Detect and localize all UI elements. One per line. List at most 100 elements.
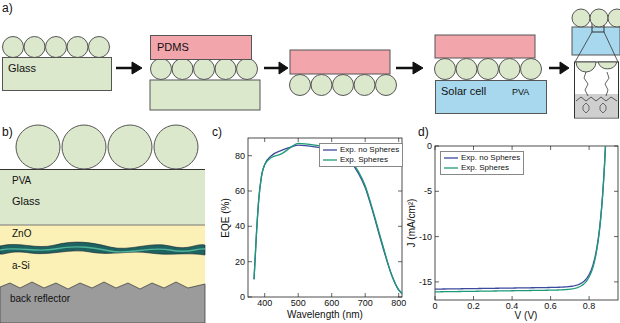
legend-box: Exp. no SpheresExp. Spheres [319,143,403,167]
zno-layer [0,225,205,290]
sphere [16,125,60,169]
tick-label: 0 [240,293,245,302]
arrow-head [413,62,423,74]
back-reflector-layer [0,282,205,323]
solar-cell-box: Solar cell [435,80,547,114]
legend-entry: Exp. no Spheres [323,145,399,155]
tick-mark [435,146,436,150]
pdms-box: PDMS [150,35,252,60]
node-label: Glass [8,62,106,75]
node-label: back reflector [10,293,197,305]
sphere [499,59,520,80]
arrow-shaft [116,67,133,70]
sphere [237,59,258,80]
tick-label: 0.6 [544,302,557,311]
axis-title: EQE (%) [221,198,231,237]
sphere-row [3,37,110,58]
sphere [478,59,499,80]
tick-mark [473,146,474,150]
sphere-bottom [576,62,596,72]
tick-mark [512,296,513,300]
legend-line [323,159,337,160]
layer-band: ZnO [0,225,207,243]
sphere [108,125,152,169]
tick-mark [365,138,366,142]
legend-line-sample [444,165,458,171]
tick-mark [398,226,402,227]
arrow-shaft [264,67,280,70]
tick-mark [398,261,402,262]
zoom-box [575,62,619,118]
tick-mark [435,191,439,192]
plot-frame [435,146,618,300]
sphere-row [572,9,620,27]
tick-label: 0.2 [467,302,480,311]
sphere [608,9,620,27]
sphere [290,75,311,96]
pdms-stamp [435,35,535,58]
tick-label: -10 [419,232,432,241]
tick-mark [248,261,252,262]
tick-label: 40 [235,222,245,231]
legend-line [323,149,337,150]
layer-band: Glass [0,189,207,225]
a-si-inner [0,247,205,252]
layer-band: a-Si [0,257,207,277]
tick-mark [435,281,439,282]
tick-label: 0.4 [506,302,519,311]
node-label: a-Si [12,260,195,272]
eqe-curve [254,145,402,293]
tick-mark [398,138,399,142]
sphere [521,59,542,80]
sphere-row [290,75,397,96]
sphere [62,125,106,169]
legend-line [444,167,458,168]
sphere [89,37,110,58]
tick-mark [365,293,366,297]
tick-mark [264,293,265,297]
tick-mark [248,297,252,298]
sphere [67,37,88,58]
layer-band: PVA [0,169,207,193]
legend-line-sample [444,155,458,161]
legend-line-sample [323,147,337,153]
layer-boundary [0,225,205,226]
tick-mark [589,296,590,300]
node-label: PVA [12,175,195,187]
node-label: PDMS [157,41,245,54]
axis-title: Wavelength (nm) [287,310,363,320]
tick-mark [614,146,618,147]
pdms-stamp [290,50,390,74]
pva-ring [583,103,606,113]
legend-text: Exp. no Spheres [340,146,399,154]
tick-label: 60 [235,187,245,196]
tick-mark [298,138,299,142]
legend-entry: Exp. Spheres [444,163,520,173]
sphere [215,59,236,80]
tick-label: -15 [419,277,432,286]
panel-letter: c) [212,126,222,138]
sphere-row [16,125,198,169]
tick-mark [331,293,332,297]
sphere [435,59,456,80]
legend-text: Exp. Spheres [461,164,509,172]
tick-label: 80 [235,151,245,160]
axis-ticks [248,138,618,300]
sphere [154,125,198,169]
panel-letter: b) [2,126,13,138]
sphere [24,37,45,58]
sphere [311,75,332,96]
tick-label: 800 [391,299,406,308]
data-curves [254,143,605,293]
tick-mark [550,146,551,150]
tick-mark [435,296,436,300]
panel-letter: a) [2,2,13,14]
sphere [194,59,215,80]
sphere [46,37,67,58]
sphere [172,59,193,80]
legend-box: Exp. no SpheresExp. Spheres [440,151,524,175]
legend-line-sample [323,157,337,163]
tick-mark [398,293,399,297]
